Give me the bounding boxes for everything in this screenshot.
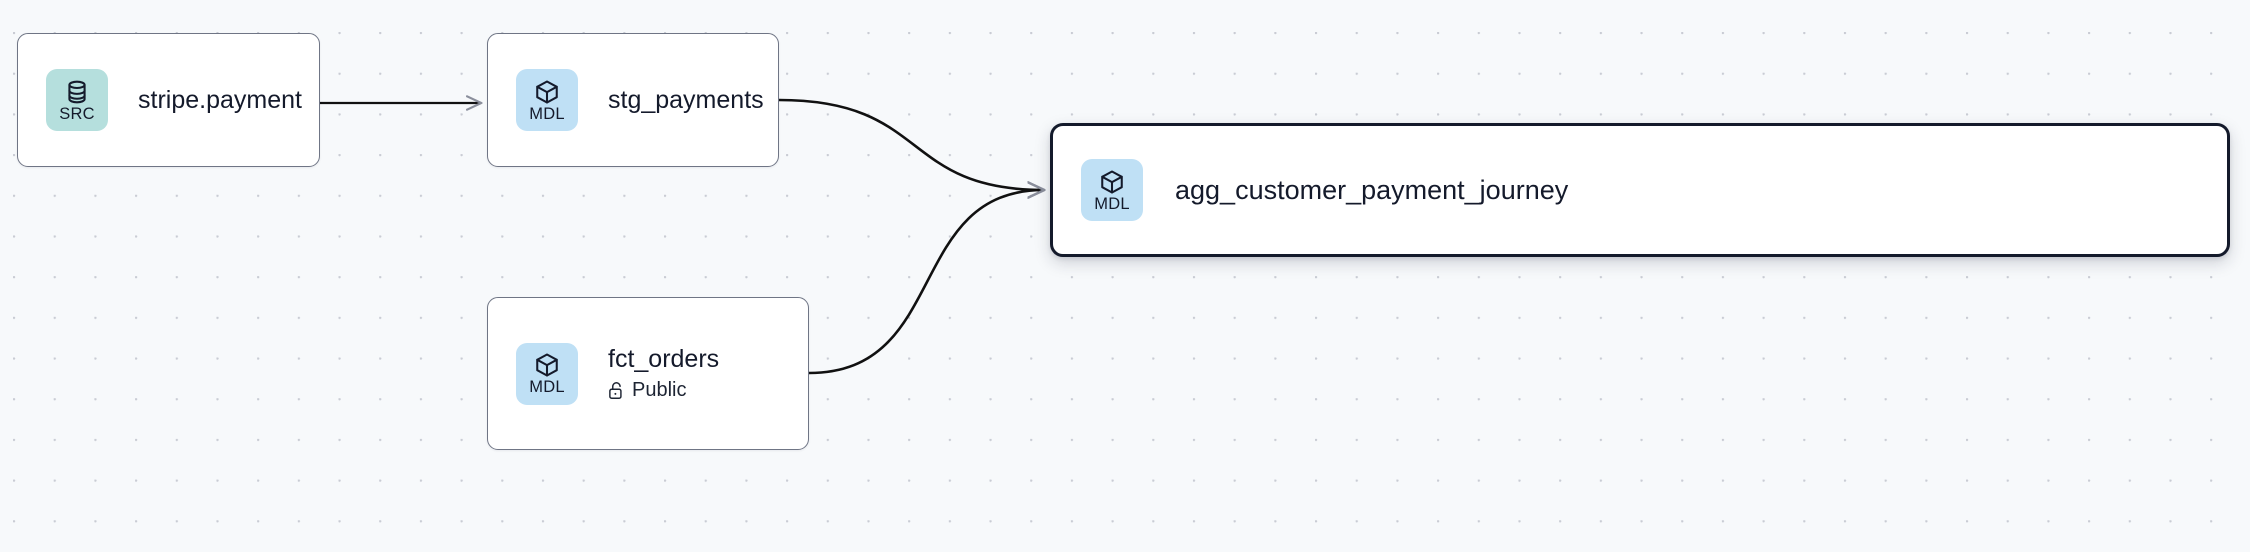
lineage-node-stripe-payment[interactable]: SRC stripe.payment [17, 33, 320, 167]
cube-icon [1101, 169, 1123, 194]
node-title: agg_customer_payment_journey [1175, 174, 1569, 205]
node-title: stg_payments [608, 85, 764, 114]
node-badge-label: MDL [529, 378, 565, 396]
node-badge-label: MDL [529, 104, 565, 123]
unlock-icon [609, 382, 622, 399]
node-badge-src: SRC [46, 69, 108, 131]
node-badge-mdl: MDL [516, 342, 578, 405]
node-body: stripe.payment [138, 86, 302, 115]
cube-icon [536, 79, 558, 104]
node-visibility: Public [608, 379, 719, 402]
lineage-node-fct-orders[interactable]: MDL fct_orders Public [487, 297, 809, 450]
node-body: stg_payments [608, 86, 764, 115]
cube-icon [536, 353, 558, 377]
edge-fct-to-agg [808, 190, 1044, 375]
lineage-node-agg-customer-payment-journey[interactable]: MDL agg_customer_payment_journey [1050, 123, 2230, 257]
node-title: fct_orders [608, 345, 720, 373]
lineage-node-stg-payments[interactable]: MDL stg_payments [487, 33, 779, 167]
node-badge-label: MDL [1094, 194, 1130, 213]
node-badge-label: SRC [59, 104, 95, 123]
node-visibility-label: Public [632, 379, 687, 401]
database-icon [68, 80, 86, 103]
edge-stg-to-agg [778, 98, 1044, 190]
node-badge-mdl: MDL [516, 69, 578, 131]
node-badge-mdl: MDL [1081, 159, 1143, 221]
node-body: fct_orders Public [608, 345, 719, 402]
node-body: agg_customer_payment_journey [1175, 174, 1569, 205]
node-title: stripe.payment [138, 85, 302, 114]
